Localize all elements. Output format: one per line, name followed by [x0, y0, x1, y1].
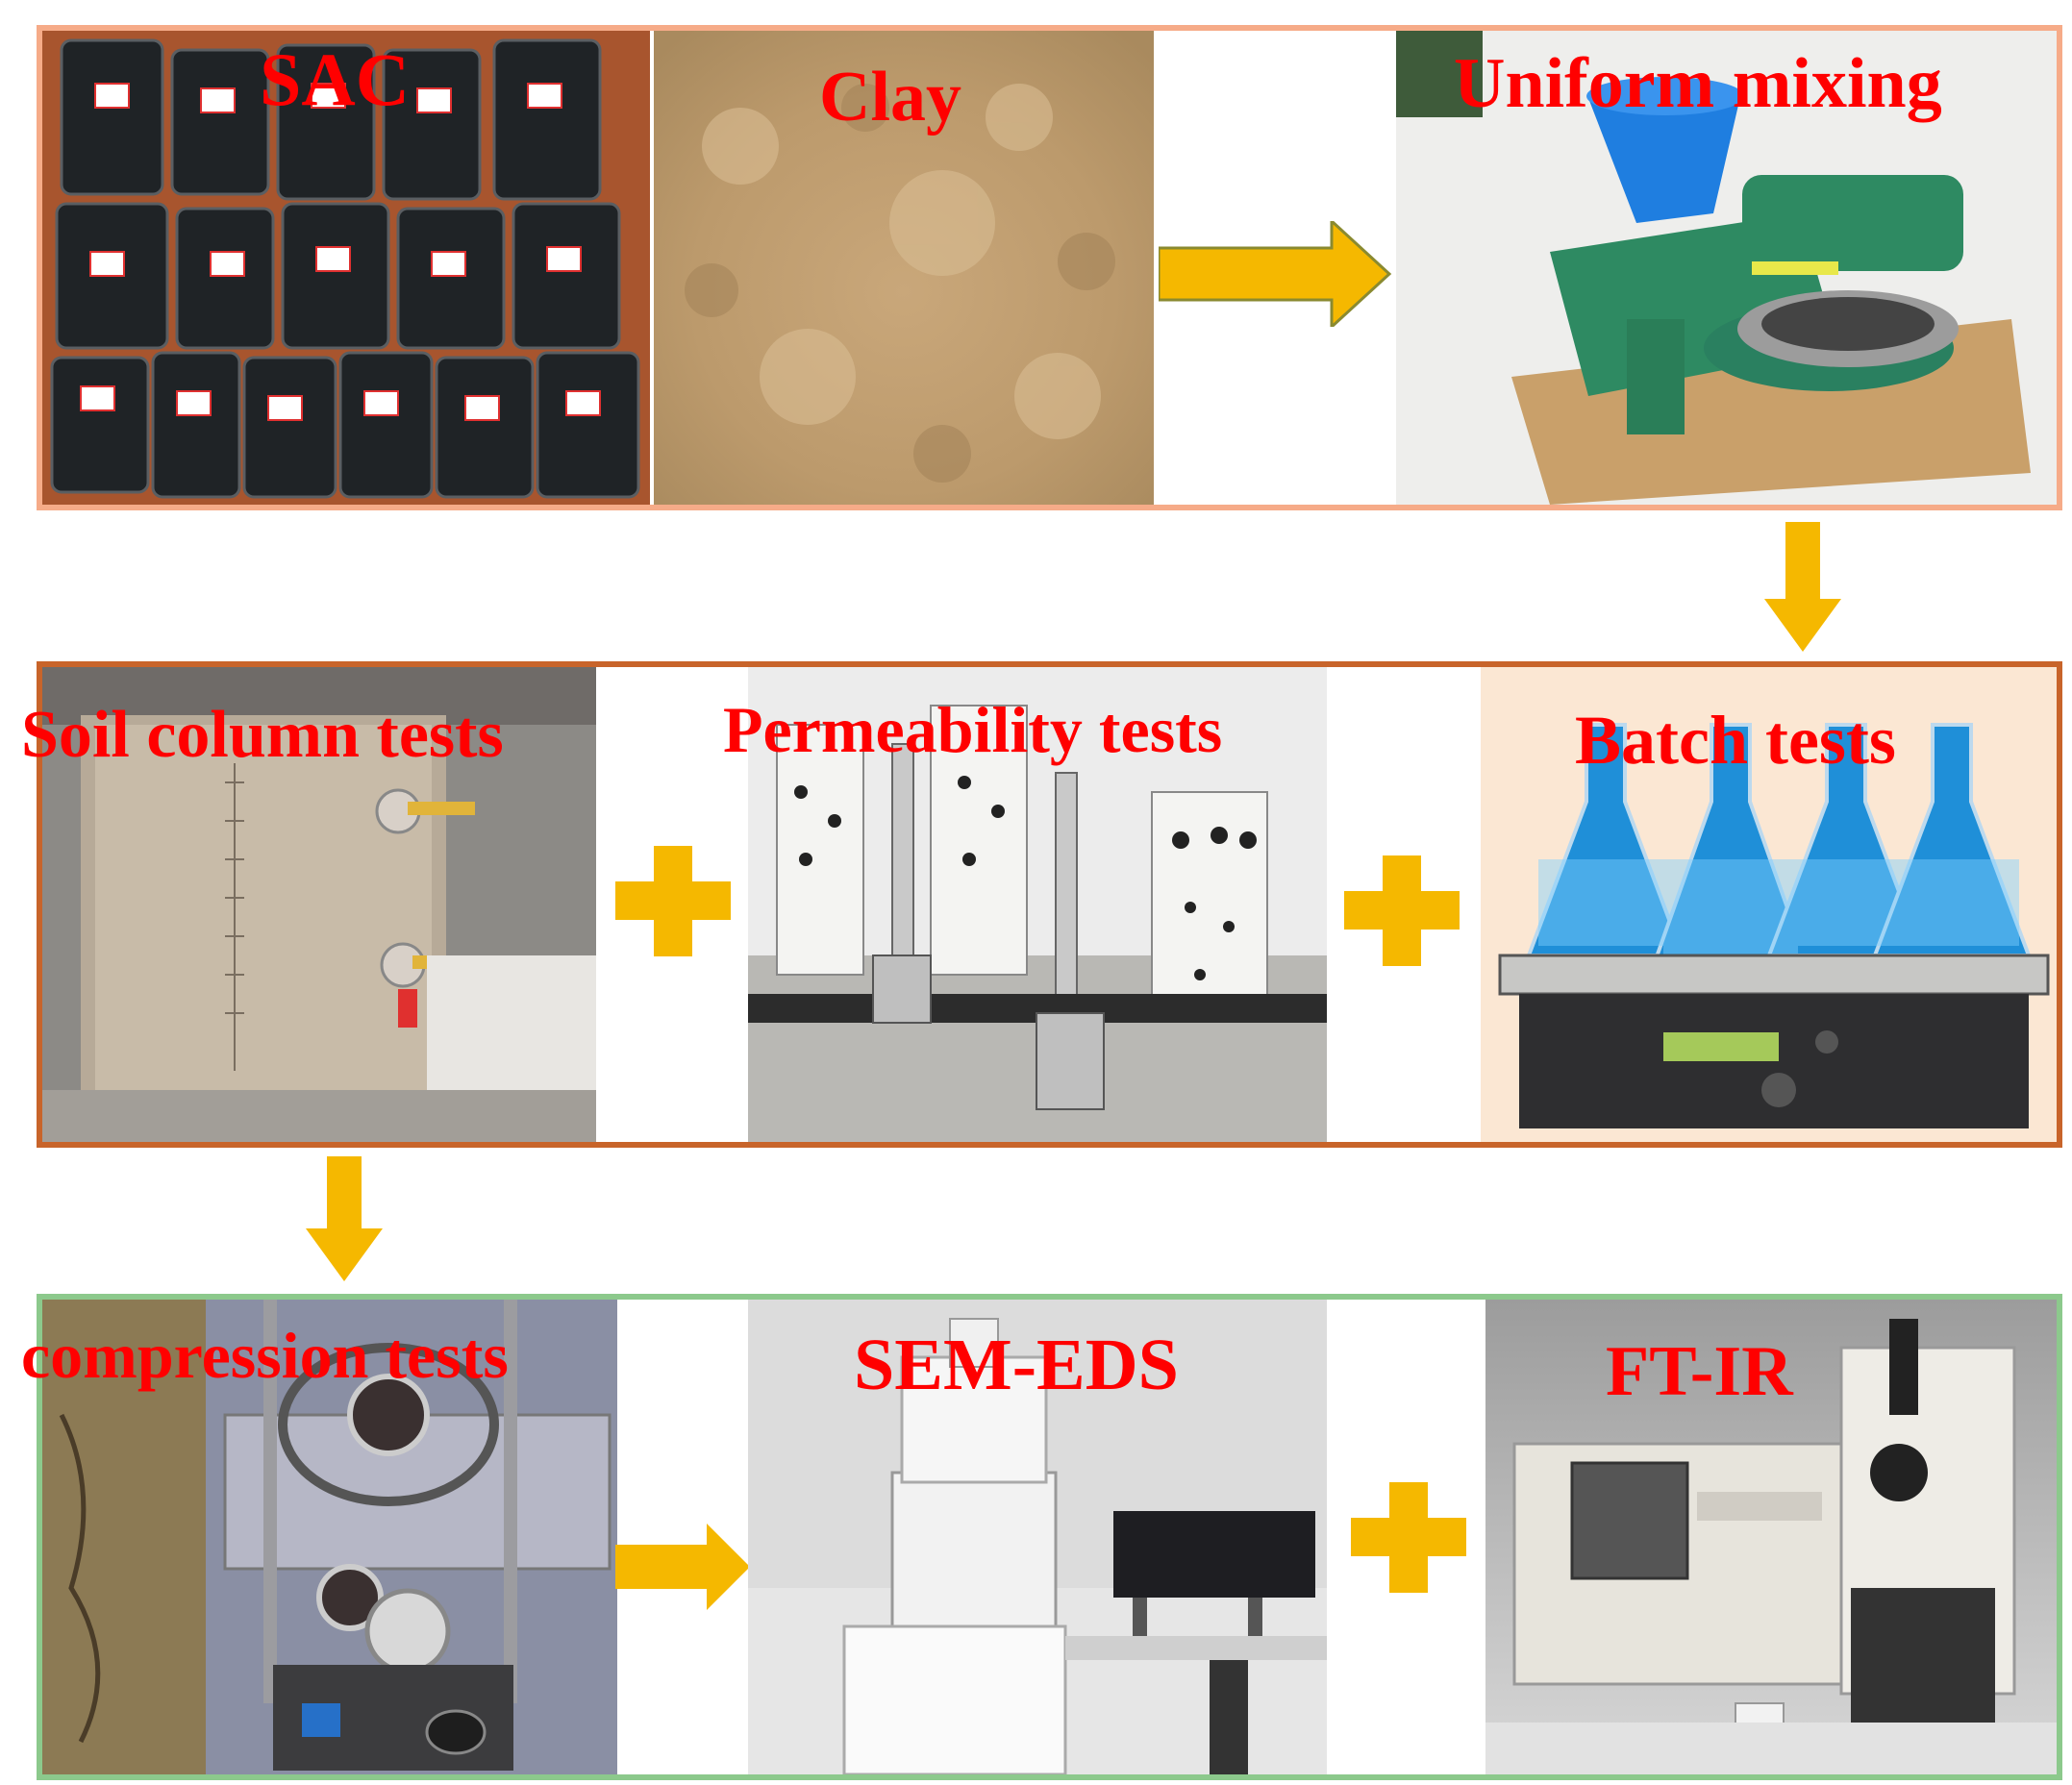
sac-bags-photo	[42, 31, 650, 505]
arrow-right-icon	[1159, 221, 1392, 327]
arrow-down-icon	[306, 1156, 383, 1281]
ftir-photo	[1485, 1300, 2057, 1774]
sem-eds-label: SEM-EDS	[854, 1325, 1179, 1405]
mixer-photo	[1396, 31, 2057, 505]
clay-photo	[654, 31, 1154, 505]
soil-column-tests-label: Soil column tests	[21, 698, 504, 772]
plus-icon	[1351, 1482, 1466, 1593]
plus-icon	[1344, 855, 1460, 966]
batch-tests-photo	[1481, 667, 2057, 1142]
row2-frame	[37, 661, 2062, 1148]
plus-icon	[615, 846, 731, 956]
clay-label: Clay	[819, 58, 961, 136]
compression-tests-label: compression tests	[21, 1319, 509, 1392]
row1-frame	[37, 25, 2062, 510]
compression-photo	[42, 1300, 617, 1774]
soil-column-photo	[42, 667, 596, 1142]
permeability-photo	[748, 667, 1327, 1142]
uniform-mixing-label: Uniform mixing	[1454, 44, 1942, 123]
row3-frame	[37, 1294, 2062, 1780]
arrow-down-icon	[1764, 522, 1841, 652]
arrow-right-icon	[615, 1524, 750, 1610]
batch-tests-label: Batch tests	[1575, 702, 1896, 779]
ftir-label: FT-IR	[1606, 1332, 1793, 1411]
sem-eds-photo	[748, 1300, 1327, 1774]
permeability-tests-label: Permeability tests	[723, 693, 1223, 766]
sac-label: SAC	[260, 37, 411, 121]
